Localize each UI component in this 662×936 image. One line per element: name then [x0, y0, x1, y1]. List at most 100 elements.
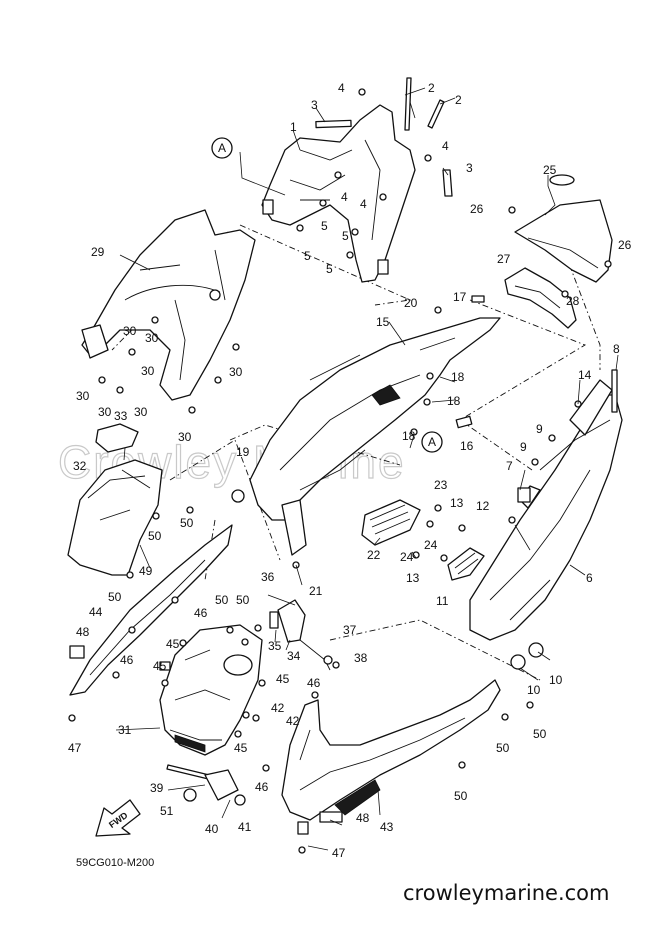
callout-label: 51 — [160, 804, 174, 818]
part-right-side-panel — [469, 379, 623, 641]
callout-label: 7 — [506, 459, 513, 473]
callout-label: 10 — [527, 683, 541, 697]
callout-label: 24 — [400, 550, 414, 564]
callout-label: 17 — [453, 290, 467, 304]
part-small-strips — [315, 119, 453, 197]
callout-label: 5 — [304, 249, 311, 263]
callout-label: 22 — [367, 548, 381, 562]
callout-label: 12 — [476, 499, 490, 513]
part-upper-bracket — [261, 104, 416, 283]
callout-label: 48 — [356, 811, 370, 825]
callout-label: 18 — [447, 394, 461, 408]
callout-label: 50 — [148, 529, 162, 543]
part-vertical-strip — [611, 369, 618, 413]
part-small-pads — [455, 295, 531, 503]
callout-label: 43 — [380, 820, 394, 834]
callout-label: 47 — [332, 846, 346, 860]
callout-label: 46 — [120, 653, 134, 667]
callout-label: 50 — [108, 590, 122, 604]
callout-label: 36 — [261, 570, 275, 584]
diagram-code: 59CG010-M200 — [76, 857, 154, 869]
part-main-side-panel — [249, 317, 501, 556]
part-left-lower-trim — [69, 524, 233, 696]
callout-label: 30 — [141, 364, 155, 378]
callout-label: 26 — [618, 238, 632, 252]
callout-label: 3 — [311, 98, 318, 112]
callout-label: 1 — [290, 120, 297, 134]
callout-label: 30 — [145, 331, 159, 345]
callout-label: 6 — [586, 571, 593, 585]
svg-text:A: A — [428, 435, 436, 449]
callout-label: 50 — [215, 593, 229, 607]
callout-label: 9 — [536, 422, 543, 436]
callout-label: 14 — [578, 368, 592, 382]
callout-label: 25 — [543, 163, 557, 177]
callout-label: 46 — [307, 676, 321, 690]
callout-label: 8 — [613, 342, 620, 356]
callout-label: 50 — [236, 593, 250, 607]
callout-label: 2 — [455, 93, 462, 107]
callout-label: 4 — [360, 197, 367, 211]
callout-label: 45 — [153, 659, 167, 673]
callout-label: 30 — [134, 405, 148, 419]
part-lower-box — [159, 624, 263, 756]
callout-label: 42 — [271, 701, 285, 715]
footer-url: crowleymarine.com — [403, 881, 609, 905]
part-trim-strips — [404, 77, 456, 131]
callout-label: 3 — [466, 161, 473, 175]
callout-label: 35 — [268, 639, 282, 653]
callout-label: 21 — [309, 584, 323, 598]
callout-label: 30 — [76, 389, 90, 403]
callout-label: 50 — [180, 516, 194, 530]
callout-label: 26 — [470, 202, 484, 216]
callout-label: 31 — [118, 723, 132, 737]
callout-label: 16 — [460, 439, 474, 453]
part-vent — [447, 547, 485, 581]
callout-label: 5 — [321, 219, 328, 233]
callout-label: 11 — [436, 594, 449, 608]
part-rod-lock — [166, 764, 246, 806]
callout-label: 29 — [91, 245, 105, 259]
callout-label: 30 — [229, 365, 243, 379]
callout-label: 40 — [205, 822, 219, 836]
callout-label: 2 — [428, 81, 435, 95]
part-rear-panel — [81, 209, 256, 401]
callout-label: 45 — [234, 741, 248, 755]
part-lever-bracket — [267, 594, 333, 671]
ref-marker-mid: A — [421, 431, 443, 453]
callout-label: 5 — [342, 229, 349, 243]
callout-label: 50 — [533, 727, 547, 741]
callout-label: 33 — [114, 409, 128, 423]
svg-text:A: A — [218, 141, 226, 155]
ref-marker-top: A — [211, 137, 233, 159]
callout-label: 4 — [341, 190, 348, 204]
part-front-lid — [67, 423, 163, 576]
callout-label: 30 — [123, 324, 137, 338]
leader-lines — [115, 107, 619, 851]
fwd-arrow-icon: FWD — [95, 799, 141, 837]
callout-labels: 1 2 2 3 3 4 4 4 4 5 5 5 5 6 7 8 9 9 10 1… — [68, 81, 632, 860]
callout-label: 28 — [566, 294, 580, 308]
callout-label: 20 — [404, 296, 418, 310]
callout-label: 23 — [434, 478, 448, 492]
part-top-cover — [504, 174, 613, 329]
callout-label: 46 — [255, 780, 269, 794]
part-lower-right-panel — [281, 679, 501, 835]
callout-label: 39 — [150, 781, 164, 795]
callout-label: 4 — [442, 139, 449, 153]
callout-label: 37 — [343, 623, 357, 637]
callout-label: 42 — [286, 714, 300, 728]
callout-label: 48 — [76, 625, 90, 639]
callout-label: 5 — [326, 262, 333, 276]
callout-label: 45 — [276, 672, 290, 686]
callout-label: 34 — [287, 649, 301, 663]
callout-label: 38 — [354, 651, 368, 665]
callout-label: 49 — [139, 564, 153, 578]
callout-label: 19 — [236, 445, 250, 459]
callout-label: 18 — [402, 429, 416, 443]
fasteners — [68, 88, 612, 854]
callout-label: 9 — [520, 440, 527, 454]
part-step-pad — [361, 499, 421, 546]
callout-label: 46 — [194, 606, 208, 620]
callout-label: 50 — [496, 741, 510, 755]
